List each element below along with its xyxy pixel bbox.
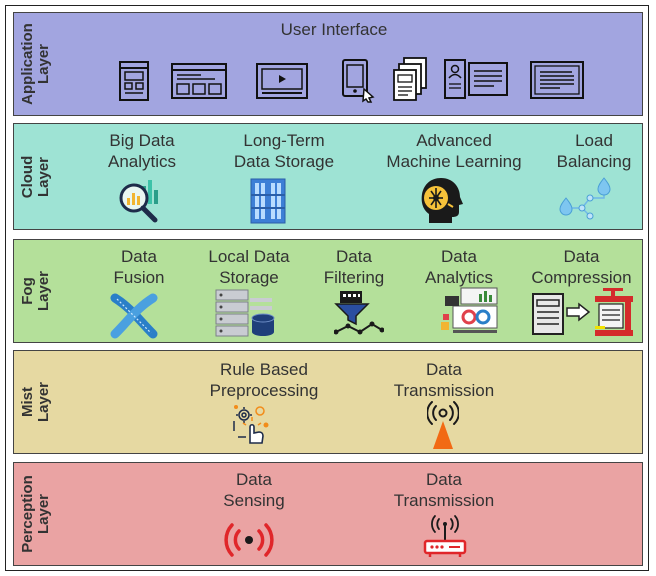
layer-label: Perception Layer: [19, 475, 52, 553]
layer-label: Fog Layer: [19, 270, 52, 312]
cloud-layer: Cloud Layer Big Data Analytics Long-Term…: [13, 123, 643, 230]
browser-window-icon: [171, 63, 227, 99]
caption-long-term-storage: Long-Term Data Storage: [233, 131, 335, 171]
caption-big-data-analytics: Big Data Analytics: [107, 131, 177, 171]
caption-machine-learning: Advanced Machine Learning: [386, 131, 522, 171]
signal-sensor-icon: [224, 523, 274, 557]
caption-mist-data-transmission: Data Transmission: [393, 360, 495, 400]
profile-card-icon: [444, 59, 508, 99]
documents-stack-icon: [393, 57, 427, 101]
caption-perception-data-transmission: Data Transmission: [393, 470, 495, 510]
ai-head-icon: [421, 178, 463, 223]
tablet-touch-icon: [342, 59, 375, 103]
compression-clamp-icon: [532, 288, 633, 336]
perception-layer: Perception Layer Data Sensing Data Trans…: [13, 462, 643, 566]
server-rack-icon: [250, 178, 286, 224]
caption-local-data-storage: Local Data Storage: [208, 247, 290, 287]
mobile-wireframe-icon: [119, 61, 149, 101]
caption-load-balancing: Load Balancing: [556, 131, 632, 171]
layer-label: Cloud Layer: [19, 155, 52, 198]
touch-gear-icon: [233, 405, 269, 444]
caption-data-filtering: Data Filtering: [323, 247, 385, 287]
layer-label: Mist Layer: [19, 381, 52, 423]
fog-layer: Fog Layer Data Fusion Local Data Storage…: [13, 239, 643, 343]
caption-data-fusion: Data Fusion: [113, 247, 165, 287]
video-player-icon: [256, 63, 308, 99]
wifi-router-icon: [423, 515, 467, 557]
database-storage-icon: [215, 289, 275, 337]
transmitter-tower-icon: [427, 401, 459, 449]
caption-data-sensing: Data Sensing: [223, 470, 285, 510]
data-fusion-icon: [110, 293, 158, 339]
funnel-filter-icon: [334, 291, 384, 335]
layer-label: Application Layer: [19, 23, 52, 105]
analytics-dashboard-icon: [441, 287, 498, 333]
magnifier-analytics-icon: [119, 180, 158, 223]
balancing-nodes-icon: [559, 177, 611, 220]
caption-user-interface: User Interface: [280, 20, 388, 39]
caption-data-compression: Data Compression: [531, 247, 632, 287]
application-layer: Application Layer User Interface: [13, 12, 643, 116]
mist-layer: Mist Layer Rule Based Preprocessing Data…: [13, 350, 643, 454]
caption-rule-based-preprocessing: Rule Based Preprocessing: [209, 360, 319, 400]
text-document-icon: [530, 61, 584, 99]
caption-data-analytics: Data Analytics: [424, 247, 494, 287]
